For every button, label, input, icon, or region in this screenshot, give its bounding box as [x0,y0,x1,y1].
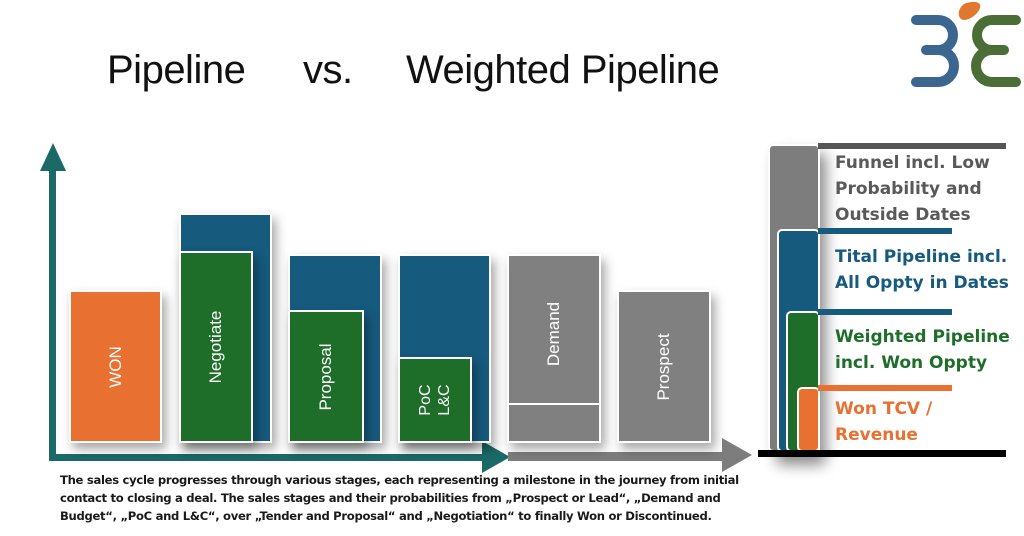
legend-won-line2: Revenue [835,425,918,445]
bar-poc-weighted: PoC L&C [398,357,472,443]
legend-baseline [758,450,1006,457]
title-weighted-pipeline: Weighted Pipeline [406,48,720,92]
legend-line-weighted [818,309,952,315]
bar-label-poc: PoC L&C [416,384,454,415]
legend-funnel-line3: Outside Dates [835,205,971,225]
caption-text: The sales cycle progresses through vario… [60,473,739,523]
legend-line-won [818,385,952,391]
legend-weighted-line2: incl. Won Oppty [835,353,988,373]
title-vs: vs. [303,48,353,92]
legend-funnel: Funnel incl. Low Probability and Outside… [835,150,990,228]
legend-won-line1: Won TCV / [835,399,933,419]
legend-weighted-line1: Weighted Pipeline [835,327,1010,347]
legend-line-total [818,228,952,234]
bar-label-poc-line2: L&C [436,384,453,416]
title-pipeline: Pipeline [107,48,246,92]
legend-total-line2: All Oppty in Dates [835,273,1009,293]
bar-label-negotiate: Negotiate [206,310,225,384]
bar-demand: Demand [507,254,601,443]
bar-label-demand: Demand [544,301,563,366]
legend-total: Tital Pipeline incl. All Oppty in Dates [835,244,1009,296]
bar-label-won: WON [105,345,125,388]
legend-weighted: Weighted Pipeline incl. Won Oppty [835,324,1010,376]
y-axis [49,168,56,461]
legend-funnel-line2: Probability and [835,179,982,199]
x-axis-gray-arrowhead-icon [722,438,752,472]
x-axis-teal [49,454,497,461]
bar-label-prospect: Prospect [654,332,673,401]
legend-line-funnel [818,143,1006,149]
bar-label-proposal: Proposal [316,342,335,411]
bar-proposal-weighted: Proposal [288,310,364,443]
legend-won: Won TCV / Revenue [835,396,932,448]
bar-prospect: Prospect [617,290,711,443]
stack-won [797,387,820,452]
x-axis-teal-arrowhead-icon [482,441,510,473]
bar-demand-divider [509,403,599,405]
x-axis-gray [508,452,728,461]
bar-negotiate-weighted: Negotiate [179,251,253,443]
bar-won: WON [69,290,162,443]
legend-total-line1: Tital Pipeline incl. [835,247,1008,267]
y-axis-arrowhead-icon [40,143,66,171]
bar-label-poc-line1: PoC [417,384,434,416]
3e-logo-icon [911,1,1021,87]
legend-funnel-line1: Funnel incl. Low [835,153,990,173]
